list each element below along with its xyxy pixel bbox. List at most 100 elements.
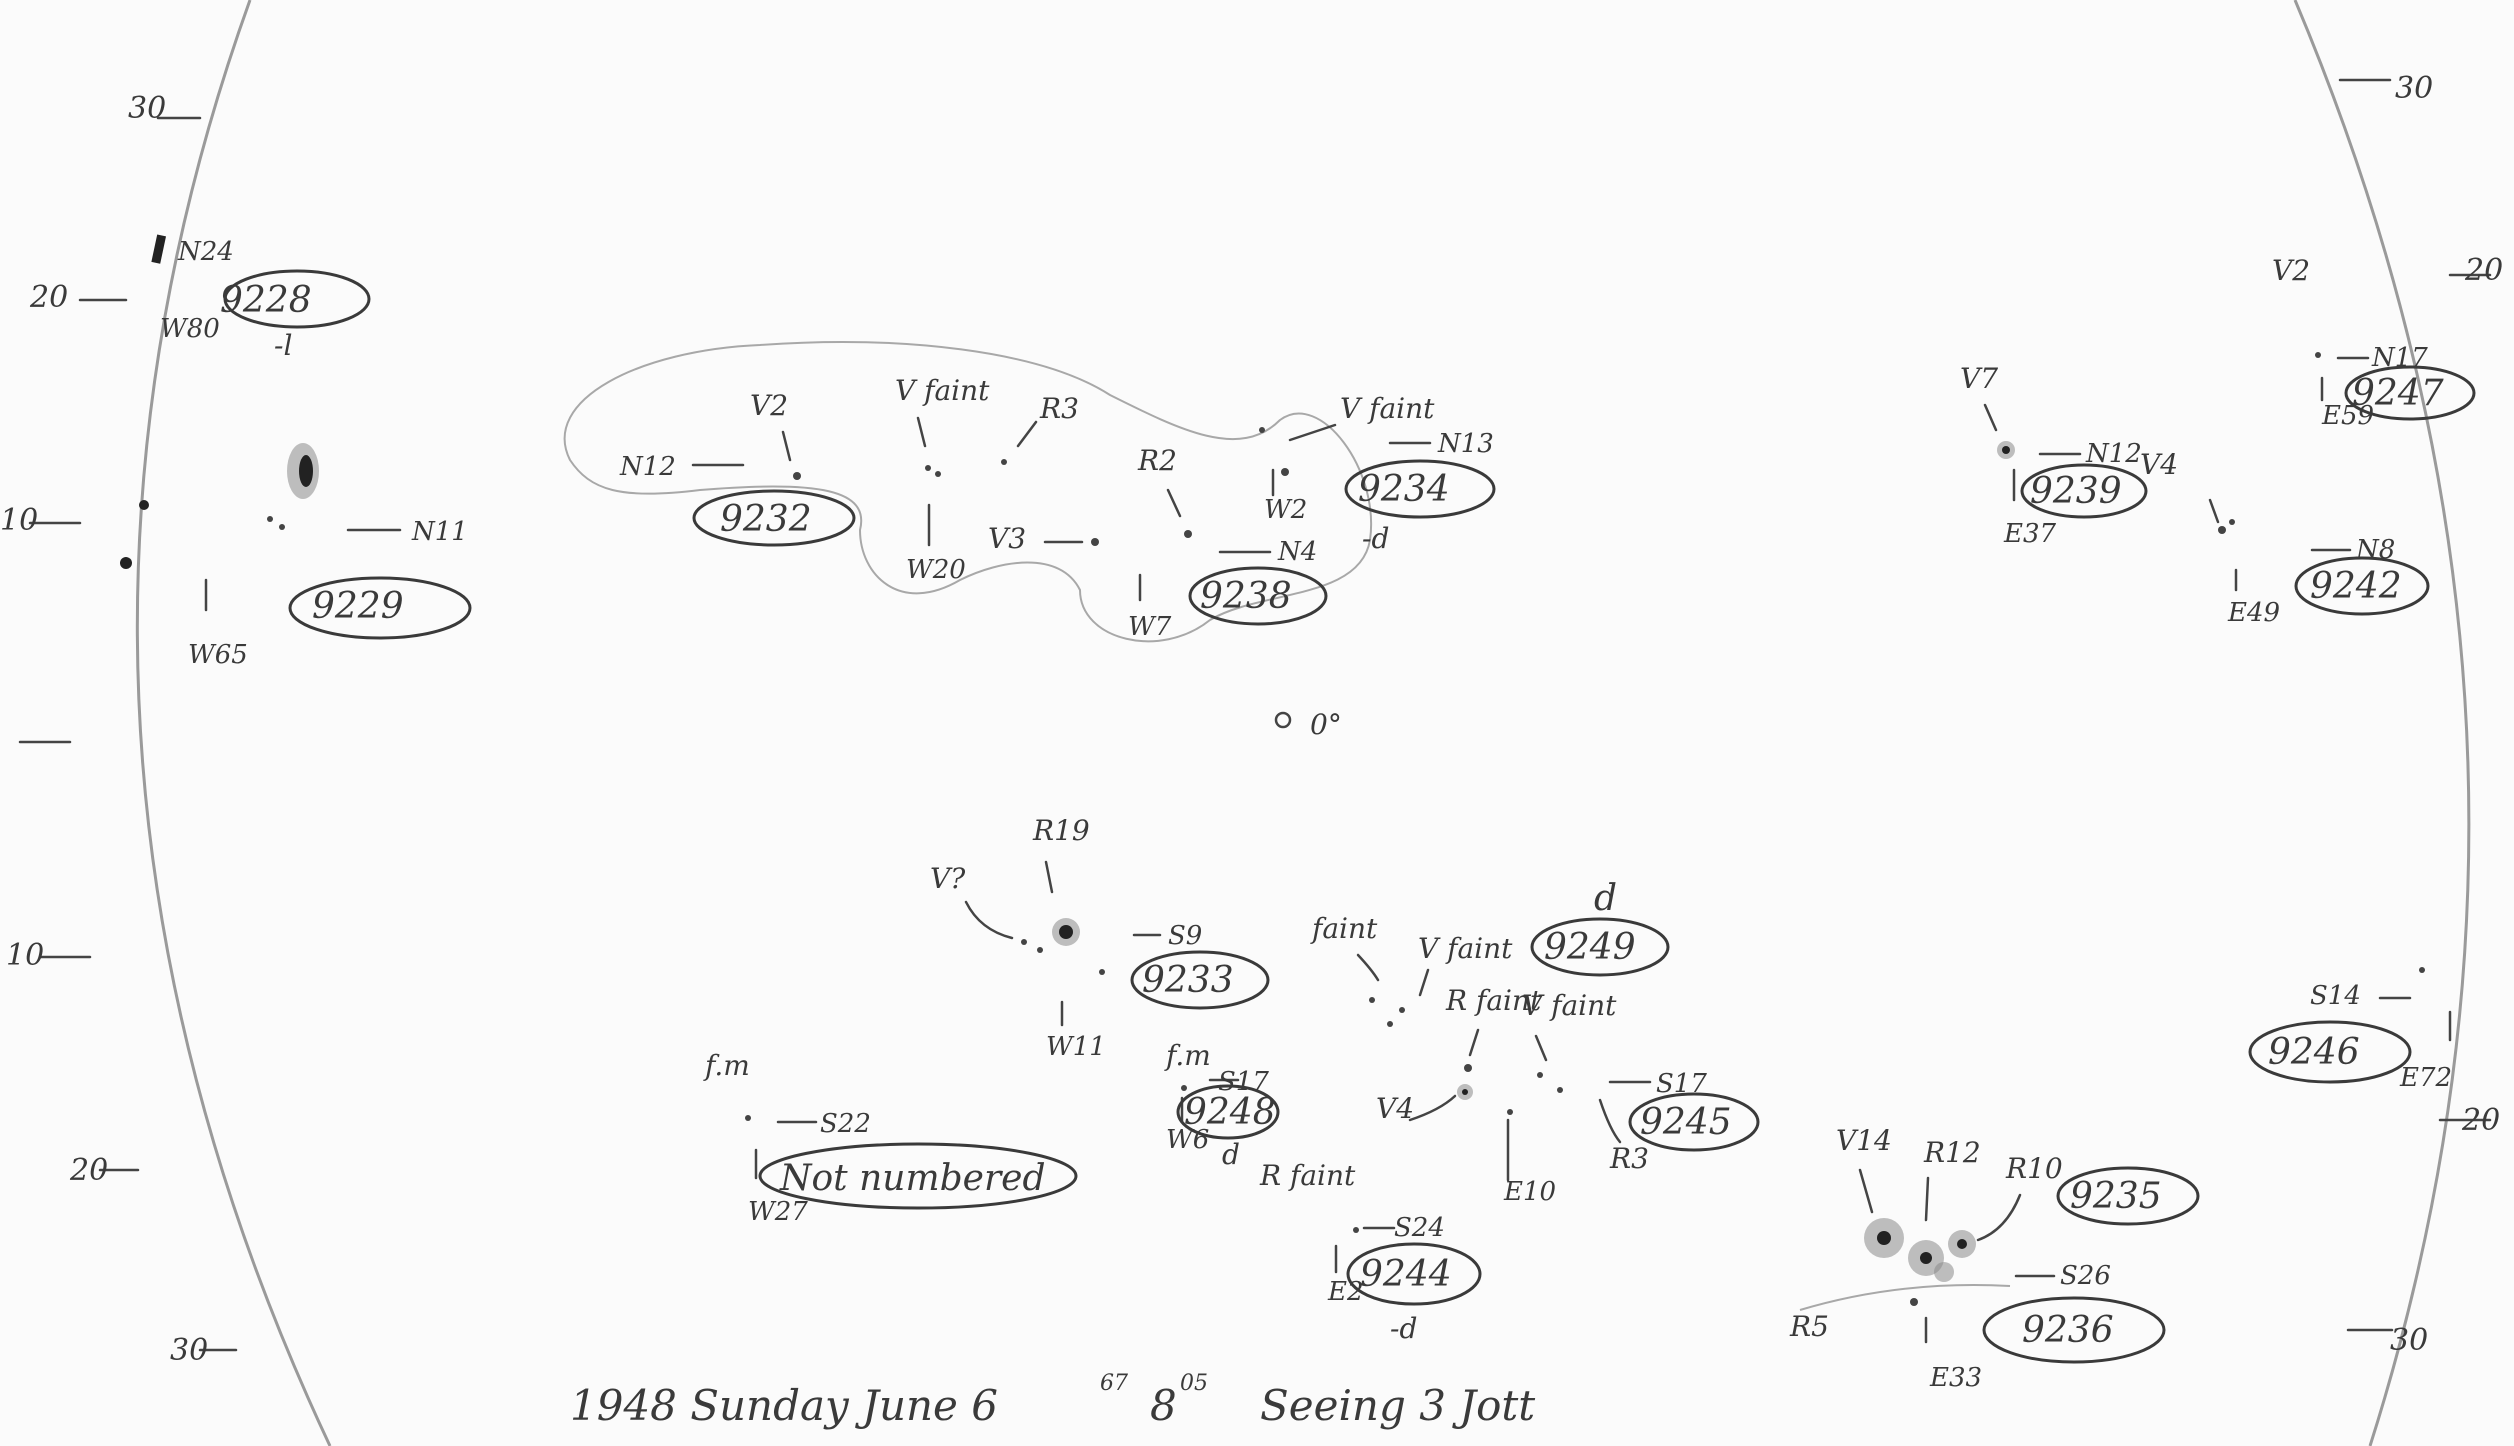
region-9249-ellipse bbox=[1530, 917, 1670, 977]
solar-limb-right bbox=[2293, 0, 2471, 1446]
region-9229-longitude: W65 bbox=[188, 640, 248, 670]
region-9246-latitude: S14 bbox=[2310, 981, 2361, 1011]
region-9238-magnetic: V3 bbox=[988, 522, 1026, 555]
right-scale-30-top: 30 bbox=[2395, 71, 2433, 106]
region-9234-number: 9234 bbox=[1358, 469, 1450, 510]
left-scale-20-top: 20 bbox=[29, 280, 68, 315]
region-9234-longitude: W2 bbox=[1264, 495, 1307, 525]
not-numbered-longitude: W27 bbox=[748, 1197, 808, 1227]
region-9238-number: 9238 bbox=[1200, 576, 1292, 617]
region-9245-r-label: R3 bbox=[1609, 1142, 1649, 1175]
region-9239-number: 9239 bbox=[2030, 471, 2122, 512]
region-9244-r-label: R faint bbox=[1259, 1159, 1356, 1192]
region-9247-ellipse bbox=[2344, 365, 2476, 421]
region-9238-r-label: R2 bbox=[1137, 444, 1177, 477]
region-9245-longitude: E10 bbox=[1503, 1177, 1556, 1207]
region-9233: R19 V? S9 9233 W11 bbox=[930, 814, 1270, 1062]
region-9249-magnetic: V faint bbox=[1418, 932, 1513, 965]
region-9235: V14 R12 R10 9235 bbox=[1836, 1124, 2200, 1282]
region-9244-tag: -d bbox=[1390, 1312, 1417, 1345]
region-9234-magnetic: V faint bbox=[1340, 392, 1435, 425]
not-numbered-label: Not numbered bbox=[779, 1158, 1046, 1199]
region-9247-magnetic: V2 bbox=[2272, 254, 2310, 287]
region-9232-longitude: W20 bbox=[906, 555, 966, 585]
region-9236-number: 9236 bbox=[2022, 1310, 2114, 1351]
region-9246-number: 9246 bbox=[2268, 1032, 2360, 1073]
region-9238-latitude: N4 bbox=[1277, 537, 1317, 567]
footer-date: 1948 Sunday June 6 bbox=[570, 1381, 998, 1430]
r3-top-label: R3 bbox=[1039, 392, 1079, 425]
region-9249-tag: d bbox=[1594, 878, 1617, 919]
region-9244-longitude: E2 bbox=[1327, 1277, 1364, 1307]
footer-time-minutes: 05 bbox=[1180, 1371, 1208, 1396]
region-9244-latitude: S24 bbox=[1394, 1213, 1445, 1243]
region-9248-tag: d bbox=[1222, 1138, 1240, 1171]
region-9246: S14 E72 9246 bbox=[2248, 967, 2452, 1093]
region-9228-tag: -l bbox=[274, 329, 292, 362]
region-9242-longitude: E49 bbox=[2227, 598, 2280, 628]
region-9249-number: 9249 bbox=[1544, 927, 1636, 968]
region-9238-longitude: W7 bbox=[1128, 612, 1172, 642]
region-9233-ellipse bbox=[1130, 950, 1270, 1010]
region-9233-magnetic: V? bbox=[930, 862, 966, 895]
right-scale-30-bottom: 30 bbox=[2390, 1323, 2428, 1358]
region-9232: V2 N12 9232 W20 bbox=[619, 389, 966, 585]
region-9233-r-label: R19 bbox=[1032, 814, 1090, 847]
region-9239-ellipse bbox=[2020, 463, 2148, 519]
region-9233-latitude: S9 bbox=[1168, 921, 1202, 951]
region-9247-number: 9247 bbox=[2352, 373, 2444, 414]
region-9242: V4 N8 E49 9242 bbox=[2140, 448, 2430, 628]
region-9232-magnetic: V2 bbox=[750, 389, 788, 422]
region-9235-ellipse bbox=[2056, 1166, 2200, 1226]
region-9242-magnetic: V4 bbox=[2140, 448, 2178, 481]
region-9242-number: 9242 bbox=[2310, 566, 2402, 607]
left-latitude-scale: 30 20 10 10 20 30 bbox=[0, 91, 238, 1368]
region-9228: N24 9228 W80 -l bbox=[151, 234, 371, 362]
region-9248-fm-label: f.m bbox=[1164, 1039, 1211, 1072]
region-9235-magnetic: V14 bbox=[1836, 1124, 1892, 1157]
region-9246-ellipse bbox=[2248, 1020, 2412, 1084]
left-scale-10-top: 10 bbox=[0, 503, 38, 538]
region-not-numbered: f.m S22 Not numbered W27 bbox=[703, 1049, 1078, 1227]
region-9246-longitude: E72 bbox=[2399, 1063, 2452, 1093]
region-9235-number: 9235 bbox=[2070, 1176, 2162, 1217]
region-9229-ellipse bbox=[288, 576, 472, 640]
region-9235-r-label: R10 bbox=[2005, 1152, 2063, 1185]
region-9244-ellipse bbox=[1346, 1242, 1482, 1306]
region-9228-number: 9228 bbox=[220, 280, 312, 321]
region-9238: R2 V3 N4 W7 9238 bbox=[988, 444, 1328, 642]
region-9242-ellipse bbox=[2294, 556, 2430, 616]
region-9239-longitude: E37 bbox=[2003, 519, 2057, 549]
region-9244: R faint S24 9244 E2 -d bbox=[1259, 1159, 1482, 1345]
region-9249: faint V faint d 9249 bbox=[1310, 878, 1670, 1027]
region-9245: R faint V faint V4 S17 E10 R3 9245 bbox=[1376, 984, 1760, 1207]
region-9245-ellipse bbox=[1628, 1092, 1760, 1152]
region-9229-latitude: N11 bbox=[411, 517, 468, 547]
region-9229-number: 9229 bbox=[312, 586, 404, 627]
region-9236-longitude: E33 bbox=[1929, 1363, 1982, 1393]
region-9229: N11 W65 9229 bbox=[120, 443, 472, 670]
footer-time-label: 8 bbox=[1150, 1381, 1177, 1430]
disk-center-mark: 0° bbox=[1274, 708, 1342, 741]
left-scale-30-bottom: 30 bbox=[170, 1333, 208, 1368]
region-9236-latitude: S26 bbox=[2060, 1261, 2111, 1291]
region-9239: V7 N12 E37 9239 bbox=[1960, 362, 2148, 549]
r-faint-mid-label: R faint bbox=[1445, 984, 1542, 1017]
r12-label: R12 bbox=[1923, 1136, 1981, 1169]
footer-time-hours: 67 bbox=[1100, 1371, 1128, 1396]
region-9239-magnetic: V7 bbox=[1960, 362, 1998, 395]
right-scale-20-bottom: 20 bbox=[2461, 1103, 2500, 1138]
right-latitude-scale: 30 20 20 30 bbox=[2338, 71, 2503, 1358]
left-scale-30-top: 30 bbox=[128, 91, 166, 126]
annotations-top-middle: V faint R3 bbox=[895, 374, 1079, 477]
center-label: 0° bbox=[1310, 708, 1342, 741]
region-9234-tag: -d bbox=[1362, 522, 1389, 555]
region-9248-longitude: W6 bbox=[1166, 1125, 1209, 1155]
region-9247: V2 N17 E59 9247 bbox=[2272, 254, 2476, 431]
region-9233-longitude: W11 bbox=[1046, 1032, 1106, 1062]
region-9238-ellipse bbox=[1188, 566, 1328, 626]
region-9236-r-label: R5 bbox=[1789, 1310, 1829, 1343]
region-9236-ellipse bbox=[1982, 1296, 2166, 1364]
not-numbered-latitude: S22 bbox=[820, 1109, 871, 1139]
